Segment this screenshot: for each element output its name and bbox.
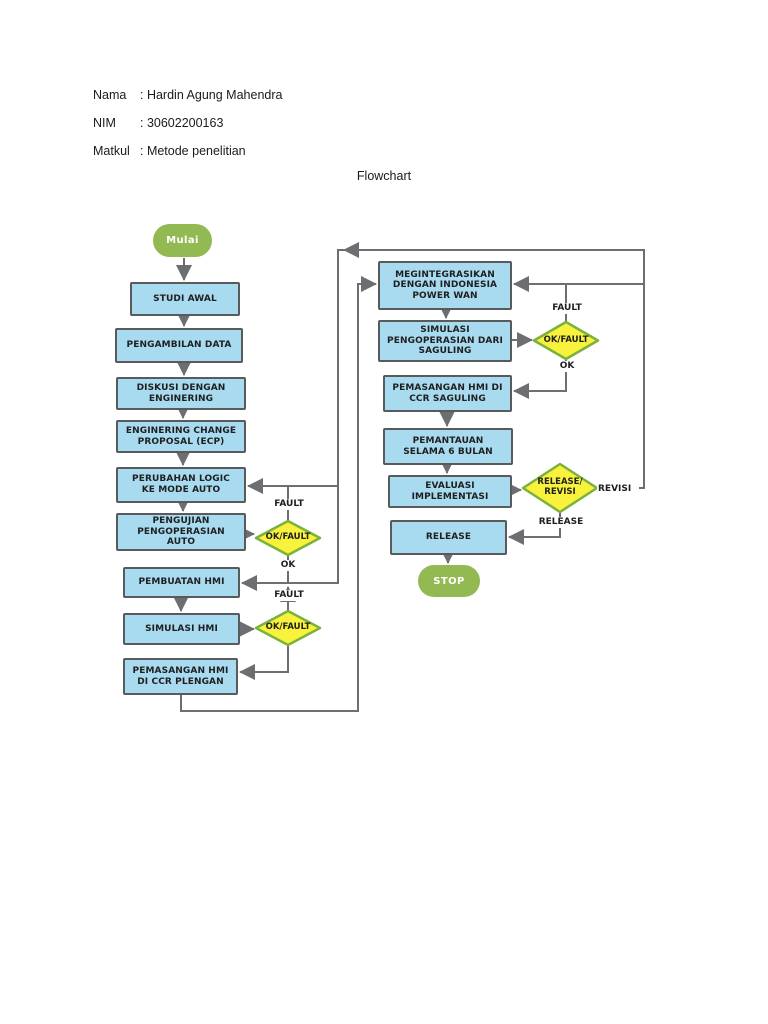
header-row-nama: Nama : Hardin Agung Mahendra bbox=[93, 88, 282, 102]
node-ecp: ENGINERING CHANGE PROPOSAL (ECP) bbox=[116, 420, 246, 453]
decision-diamond-1 bbox=[254, 519, 322, 557]
node-pengambilan-data: PENGAMBILAN DATA bbox=[115, 328, 243, 363]
node-pengujian-auto: PENGUJIAN PENGOPERASIAN AUTO bbox=[116, 513, 246, 551]
node-release: RELEASE bbox=[390, 520, 507, 555]
edge-label-ok-3: OK bbox=[551, 361, 583, 372]
decision-label-4: RELEASE/ REVISI bbox=[537, 477, 583, 497]
header-row-matkul: Matkul : Metode penelitian bbox=[93, 144, 246, 158]
decision-diamonds bbox=[254, 320, 600, 647]
header-value: : Hardin Agung Mahendra bbox=[140, 88, 283, 102]
header-value: : 30602200163 bbox=[140, 116, 224, 130]
node-pembuatan-hmi: PEMBUATAN HMI bbox=[123, 567, 240, 598]
header-label: Nama bbox=[93, 88, 127, 102]
node-pemasangan-plengan: PEMASANGAN HMI DI CCR PLENGAN bbox=[123, 658, 238, 695]
node-diskusi-enginering: DISKUSI DENGAN ENGINERING bbox=[116, 377, 246, 410]
header-row-nim: NIM : 30602200163 bbox=[93, 116, 223, 130]
edge-label-fault-1: FAULT bbox=[266, 499, 312, 510]
start-terminator: Mulai bbox=[153, 224, 212, 257]
node-pemantauan: PEMANTAUAN SELAMA 6 BULAN bbox=[383, 428, 513, 465]
header-label: Matkul bbox=[93, 144, 130, 158]
page-title: Flowchart bbox=[356, 169, 412, 183]
edge-label-release: RELEASE bbox=[531, 517, 591, 528]
header-value: : Metode penelitian bbox=[140, 144, 246, 158]
decision-diamond-2 bbox=[254, 609, 322, 647]
decision-label-2: OK/FAULT bbox=[265, 622, 311, 633]
node-simulasi-hmi: SIMULASI HMI bbox=[123, 613, 240, 645]
stop-terminator: STOP bbox=[418, 565, 480, 597]
node-perubahan-logic: PERUBAHAN LOGIC KE MODE AUTO bbox=[116, 467, 246, 503]
node-studi-awal: STUDI AWAL bbox=[130, 282, 240, 316]
node-megintegrasikan: MEGINTEGRASIKAN DENGAN INDONESIA POWER W… bbox=[378, 261, 512, 310]
node-pemasangan-saguling: PEMASANGAN HMI DI CCR SAGULING bbox=[383, 375, 512, 412]
decision-label-3: OK/FAULT bbox=[543, 335, 589, 346]
edge-label-fault-2: FAULT bbox=[266, 590, 312, 601]
node-simulasi-saguling: SIMULASI PENGOPERASIAN DARI SAGULING bbox=[378, 320, 512, 362]
edge-label-revisi: REVISI bbox=[597, 484, 639, 495]
header-label: NIM bbox=[93, 116, 116, 130]
decision-diamond-3 bbox=[532, 320, 600, 361]
decision-label-1: OK/FAULT bbox=[265, 532, 311, 543]
edge-label-fault-3: FAULT bbox=[544, 303, 590, 314]
edge-label-ok-1: OK bbox=[272, 560, 304, 571]
node-evaluasi: EVALUASI IMPLEMENTASI bbox=[388, 475, 512, 508]
